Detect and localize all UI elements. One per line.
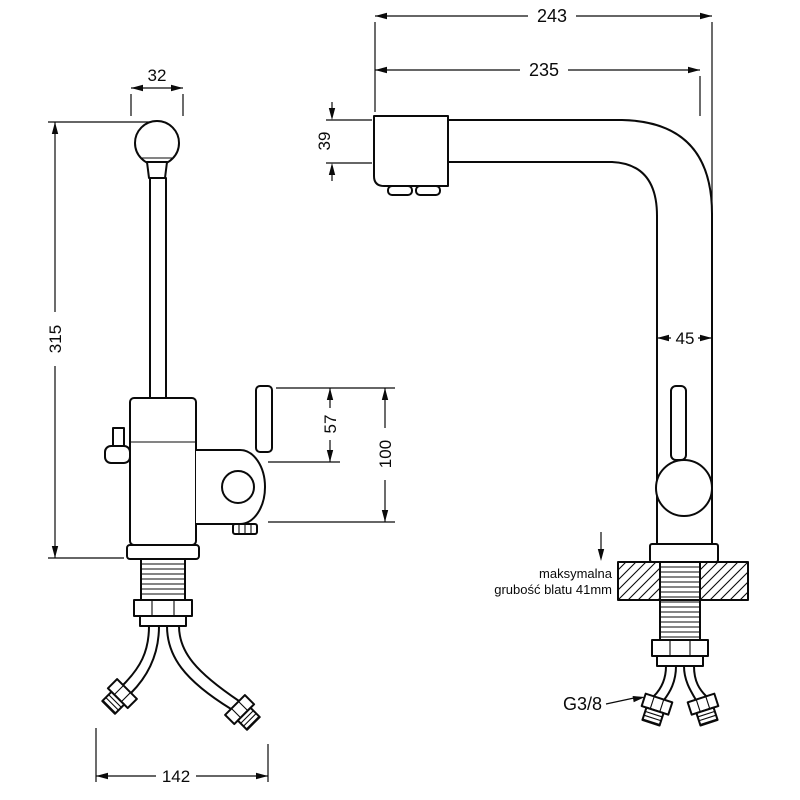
counter-note-line1: maksymalna	[539, 566, 613, 581]
countertop-thickness-callout: maksymalna grubość blatu 41mm	[494, 532, 613, 597]
dim-label-235: 235	[529, 60, 559, 80]
side-aerator-right	[415, 185, 441, 196]
dim-label-315: 315	[46, 325, 65, 353]
side-elbow	[611, 119, 713, 217]
dim-side-body-depth: 45	[657, 329, 712, 348]
side-ball-joint	[655, 459, 713, 517]
dim-side-total-depth: 243	[374, 6, 713, 210]
front-spout-joint	[221, 470, 255, 504]
countertop-hatch-right	[699, 561, 749, 601]
side-spout-head	[373, 115, 449, 187]
side-hose-left	[653, 665, 677, 701]
front-filter-handle	[104, 445, 131, 464]
front-hose-left-connector	[101, 678, 138, 715]
dim-side-spout-head-height: 39	[315, 102, 372, 181]
side-hose-left-connector	[640, 692, 674, 727]
countertop-hatch-left	[617, 561, 661, 601]
dim-label-100: 100	[376, 440, 395, 468]
front-hose-right-connector	[224, 694, 261, 731]
front-side-spout	[196, 449, 266, 525]
side-aerator-left	[387, 185, 413, 196]
dim-label-243: 243	[537, 6, 567, 26]
side-hose-right-connector	[686, 692, 720, 727]
front-head-neck	[146, 161, 168, 179]
front-mixer-lever	[255, 385, 273, 453]
dim-label-39: 39	[315, 132, 334, 151]
side-spout-tube	[447, 119, 623, 163]
dim-front-side-spout-total: 100	[268, 388, 395, 523]
side-mounting-nut	[651, 639, 709, 657]
side-hose-right	[683, 665, 707, 701]
thread-size-callout: G3/8	[563, 694, 645, 714]
front-hose-right	[166, 625, 240, 710]
front-body	[129, 397, 197, 546]
dim-front-side-spout-height: 57	[268, 387, 395, 463]
dim-front-hose-spread: 142	[95, 728, 269, 786]
front-mounting-nut	[133, 599, 193, 617]
counter-note-line2: grubość blatu 41mm	[494, 582, 612, 597]
front-base-flange	[126, 544, 200, 560]
front-nut-facets	[151, 600, 175, 616]
front-hose-left	[122, 625, 160, 694]
front-riser-pipe	[149, 177, 167, 399]
dim-label-142: 142	[162, 767, 190, 786]
front-aerator-lines	[238, 524, 252, 534]
dim-label-45: 45	[676, 329, 695, 348]
front-thread-lines	[141, 563, 185, 595]
side-nut-facets	[669, 640, 691, 656]
dim-front-spout-top-width: 32	[130, 66, 184, 116]
dim-label-57: 57	[321, 415, 340, 434]
dim-front-total-height: 315	[46, 121, 150, 559]
side-view-drawing: 243 235 39 45 maksymalna grub	[315, 6, 749, 727]
thread-size-label: G3/8	[563, 694, 602, 714]
dim-label-32: 32	[148, 66, 167, 85]
front-hose-manifold	[139, 615, 187, 627]
side-base-flange	[649, 543, 719, 563]
side-thread-lines	[660, 566, 700, 638]
side-hose-manifold	[656, 655, 704, 667]
side-mixer-lever	[670, 385, 687, 461]
front-view-drawing: 32 315 57 100 142	[46, 66, 395, 786]
dim-side-spout-reach: 235	[375, 60, 701, 116]
